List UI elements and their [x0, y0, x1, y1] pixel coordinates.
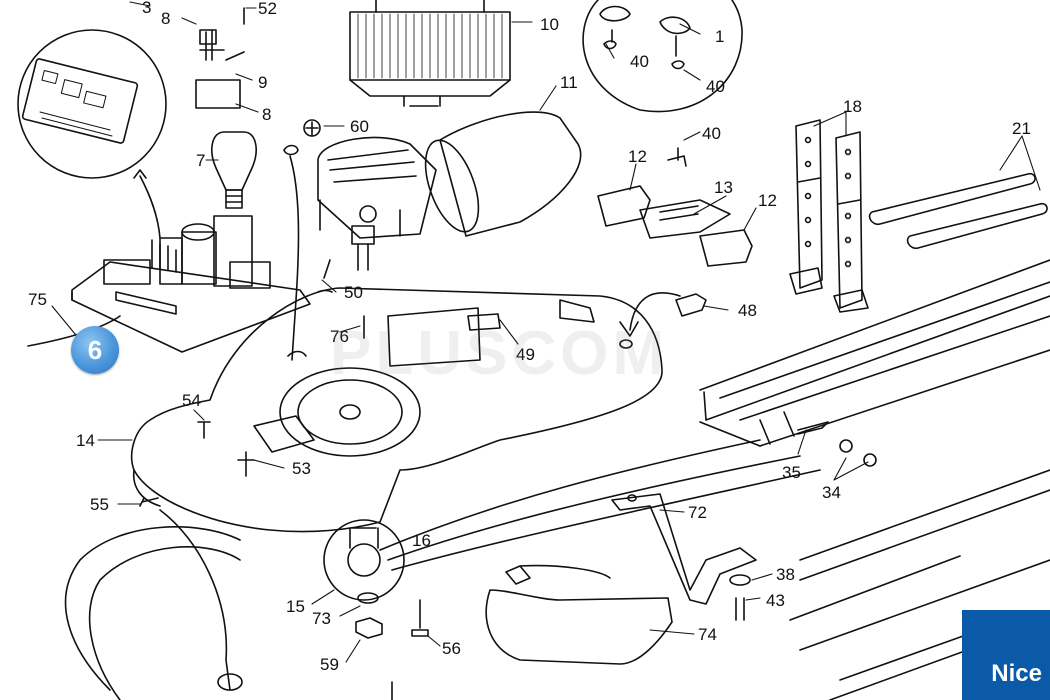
- part-label: 49: [516, 345, 535, 364]
- part-label: 53: [292, 459, 311, 478]
- motor-gearbox: [303, 111, 582, 271]
- part-label: 3: [142, 0, 151, 17]
- support-bracket: [611, 493, 757, 621]
- part-label: 38: [776, 565, 795, 584]
- part-label: 73: [312, 609, 331, 628]
- board-closeup-inset: [17, 29, 167, 239]
- part-label: 16: [412, 531, 431, 550]
- leader-lines: [51, 1, 1041, 663]
- chain-brackets: [868, 172, 1048, 250]
- part-label: 11: [560, 73, 578, 92]
- cover-shell: [485, 564, 673, 665]
- part-label: 76: [330, 327, 349, 346]
- part-label: 50: [344, 283, 363, 302]
- arrow-48-head: [619, 321, 639, 337]
- cable-loop: [64, 509, 243, 700]
- detail-inset-right: [582, 0, 743, 113]
- part-label: 1: [715, 27, 724, 46]
- part-label: 21: [1012, 119, 1031, 138]
- part-label: 14: [76, 431, 95, 450]
- part-label: 54: [182, 391, 201, 410]
- part-label: 60: [350, 117, 369, 136]
- part-label: 35: [782, 463, 801, 482]
- part-label: 56: [442, 639, 461, 658]
- part-48-shape: [675, 293, 707, 317]
- part-label: 55: [90, 495, 109, 514]
- base-plate: [130, 287, 663, 533]
- lamp-assembly: [195, 29, 257, 209]
- part-label: 34: [822, 483, 841, 502]
- part-label: 43: [766, 591, 785, 610]
- part-label: 74: [698, 625, 717, 644]
- chain-loop: [379, 439, 821, 571]
- part-label: 48: [738, 301, 757, 320]
- arrow-48: [629, 292, 681, 331]
- transformer: [349, 0, 511, 107]
- part-label: 75: [28, 290, 47, 309]
- watermark-text: PLUSCOM: [330, 319, 668, 388]
- part-label: 8: [262, 105, 271, 124]
- part-label: 72: [688, 503, 707, 522]
- vertical-brackets: [789, 119, 869, 313]
- part-label: 10: [540, 15, 559, 34]
- cable-upper: [289, 155, 300, 361]
- part-label: 8: [161, 9, 170, 28]
- limit-switches: [597, 155, 753, 267]
- brand-logo: Nice: [962, 610, 1050, 700]
- part-label: 59: [320, 655, 339, 674]
- part-label: 52: [258, 0, 277, 18]
- part-label: 13: [714, 178, 733, 197]
- part-label: 40: [630, 52, 649, 71]
- control-board: [27, 215, 311, 353]
- part-labels: 3 8 52 10 1 40 40 9 8 11 60 40 18 21 7 1…: [28, 0, 1031, 674]
- part-label: 15: [286, 597, 305, 616]
- part-label: 18: [843, 97, 862, 116]
- part-label: 40: [702, 124, 721, 143]
- part-label: 7: [196, 151, 205, 170]
- highlight-badge[interactable]: 6: [71, 326, 119, 374]
- cable-lug: [283, 144, 299, 156]
- part-label: 12: [628, 147, 647, 166]
- part-label: 9: [258, 73, 267, 92]
- part-label: 40: [706, 77, 725, 96]
- part-label: 12: [758, 191, 777, 210]
- sprocket: [323, 519, 405, 639]
